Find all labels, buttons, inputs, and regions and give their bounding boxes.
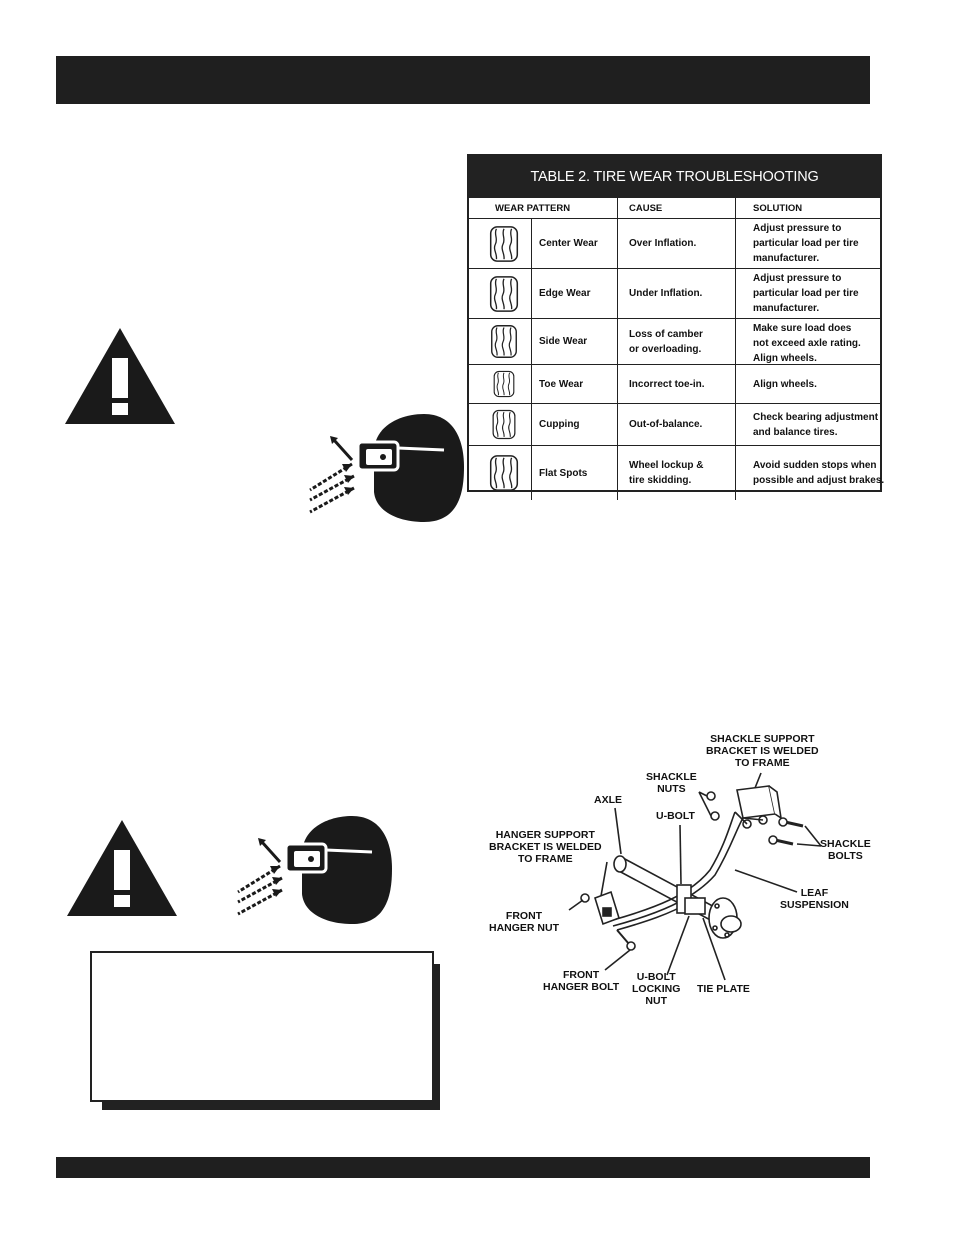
- table-row: Toe Wear Incorrect toe-in. Align wheels.: [469, 365, 880, 404]
- cause-cell: Incorrect toe-in.: [629, 378, 705, 390]
- warning-triangle-icon: [65, 328, 175, 424]
- table-row: Edge Wear Under Inflation. Adjust pressure…: [469, 269, 880, 319]
- pattern-cell: Flat Spots: [539, 467, 588, 479]
- label-front-hanger-nut: FRONT HANGER NUT: [489, 910, 559, 934]
- pattern-cell: Center Wear: [539, 238, 598, 249]
- table-row: Center Wear Over Inflation. Adjust pressur…: [469, 219, 880, 269]
- safety-goggles-icon: [237, 816, 392, 924]
- label-leaf-suspension: LEAF SUSPENSION: [780, 887, 849, 911]
- tire-tread-icon: [489, 225, 519, 262]
- pattern-cell: Side Wear: [539, 336, 588, 347]
- label-hanger-support: HANGER SUPPORT BRACKET IS WELDED TO FRAM…: [489, 829, 602, 865]
- table-row: Flat Spots Wheel lockup &tire skidding. Av…: [469, 446, 884, 500]
- cause-cell: Out-of-balance.: [629, 419, 703, 430]
- table-header-row: WEAR PATTERN CAUSE SOLUTION: [469, 198, 880, 219]
- cause-cell: Under Inflation.: [629, 288, 703, 299]
- header-solution: SOLUTION: [753, 203, 803, 214]
- tire-tread-icon: [491, 325, 517, 358]
- label-tie-plate: TIE PLATE: [697, 983, 750, 995]
- callout-box: [90, 951, 434, 1102]
- tire-tread-icon: [489, 275, 519, 312]
- header-bar: [56, 56, 870, 104]
- pattern-cell: Edge Wear: [539, 288, 591, 299]
- table-title: TABLE 2. TIRE WEAR TROUBLESHOOTING: [469, 156, 880, 198]
- solution-cell: Align wheels.: [753, 378, 817, 390]
- cause-cell: Wheel lockup &tire skidding.: [629, 460, 704, 486]
- header-cause: CAUSE: [629, 203, 663, 214]
- table-body: Center Wear Over Inflation. Adjust pressur…: [469, 219, 884, 500]
- label-shackle-nuts: SHACKLE NUTS: [646, 771, 697, 795]
- tire-tread-icon: [493, 370, 515, 398]
- tire-wear-table: TABLE 2. TIRE WEAR TROUBLESHOOTING WEAR …: [467, 154, 884, 500]
- pattern-cell: Toe Wear: [539, 378, 584, 390]
- label-shackle-bolts: SHACKLE BOLTS: [820, 838, 871, 862]
- leaf-suspension-diagram: SHACKLE SUPPORT BRACKET IS WELDED TO FRA…: [485, 730, 885, 1020]
- cause-cell: Over Inflation.: [629, 238, 697, 249]
- table-row: Cupping Out-of-balance. Check bearing adju…: [469, 404, 880, 446]
- label-shackle-support: SHACKLE SUPPORT BRACKET IS WELDED TO FRA…: [706, 733, 819, 769]
- suspension-illustration: [568, 772, 822, 981]
- tire-tread-icon: [492, 409, 516, 440]
- footer-bar: [56, 1157, 870, 1178]
- header-wear-pattern: WEAR PATTERN: [495, 203, 571, 214]
- label-u-bolt: U-BOLT: [656, 810, 695, 822]
- label-axle: AXLE: [594, 794, 623, 806]
- label-front-hanger-bolt: FRONT HANGER BOLT: [543, 969, 620, 993]
- warning-triangle-icon: [67, 820, 177, 916]
- tire-tread-icon: [489, 455, 519, 491]
- safety-goggles-icon: [309, 414, 464, 522]
- pattern-cell: Cupping: [539, 419, 580, 430]
- label-u-bolt-locking-nut: U-BOLT LOCKING NUT: [632, 971, 681, 1007]
